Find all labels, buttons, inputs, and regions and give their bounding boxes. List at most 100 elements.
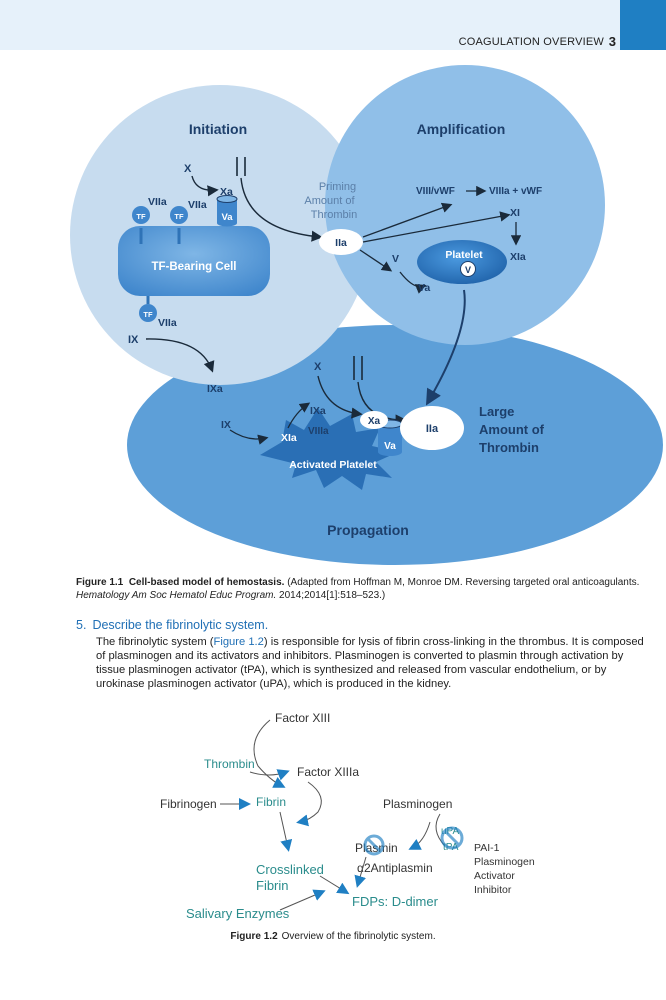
tf-label: TF — [136, 212, 146, 221]
caption-text: Overview of the fibrinolytic system. — [281, 931, 436, 942]
va-prop-cylinder: Va — [377, 419, 403, 456]
v-to-va-arrow — [399, 271, 427, 294]
platelet-to-large-thrombin-arrow — [425, 289, 466, 406]
tf-receptor-2: TF — [170, 206, 188, 244]
viia-label: VIIa — [188, 199, 207, 211]
ix-to-xia-arrow — [229, 429, 269, 445]
iia-large-label: IIa — [426, 423, 439, 435]
priming-thrombin-label: Priming Amount of Thrombin — [304, 181, 359, 221]
xia-amp-label: XIa — [510, 251, 526, 263]
ix-prop-label: IX — [221, 419, 231, 431]
va-amp-label: Va — [418, 282, 430, 294]
pai-1-label: PAI-1 Plasminogen Activator Inhibitor — [474, 842, 538, 896]
fibrinogen-label: Fibrinogen — [160, 797, 217, 811]
figure-1-1-diagram: Initiation Amplification Propagation TF-… — [70, 65, 663, 565]
xa-prop-ellipse — [360, 411, 388, 429]
salivary-enzymes-label: Salivary Enzymes — [186, 906, 290, 921]
factor-xiii-arrow — [253, 719, 286, 788]
xi-label: XI — [510, 207, 520, 219]
journal-name: Hematology Am Soc Hematol Educ Program. — [76, 590, 277, 601]
fdps-d-dimer-label: FDPs: D-dimer — [352, 894, 439, 909]
va-label: Va — [221, 212, 233, 223]
figure-1-2-link[interactable]: Figure 1.2 — [213, 636, 264, 648]
platelet-label: Platelet — [445, 249, 483, 261]
va-prop-label: Va — [384, 441, 396, 452]
tf-receptor-3: TF — [139, 296, 157, 322]
phase-propagation-label: Propagation — [327, 522, 409, 538]
header-tab — [620, 0, 666, 50]
phase-initiation-label: Initiation — [189, 121, 247, 137]
salivary-to-fibrin-arrow — [279, 889, 326, 911]
v-receptor-circle — [460, 261, 476, 277]
running-header-title: COAGULATION OVERVIEW — [458, 36, 604, 48]
iia-to-viiivwf-arrow — [362, 202, 453, 238]
alpha2-antiplasmin-label: α2Antiplasmin — [357, 861, 433, 875]
large-thrombin-label: Large Amount of Thrombin — [479, 404, 548, 455]
amplification-region — [325, 65, 605, 345]
plasminogen-label: Plasminogen — [383, 797, 452, 811]
tf-bearing-cell — [118, 226, 270, 296]
figure-1-1-caption: Figure 1.1 Cell-based model of hemostasi… — [76, 576, 646, 602]
tf-receptor-1: TF — [132, 206, 150, 244]
inhibition-icon-plasmin — [363, 834, 385, 856]
paragraph-text: ) is responsible for lysis of fibrin cro… — [96, 636, 644, 690]
thrombin-arrow — [249, 769, 290, 781]
ixa-label: IXa — [207, 383, 223, 395]
crosslinked-fibrin-label: Crosslinked Fibrin — [256, 862, 328, 893]
factor-xiiia-label: Factor XIIIa — [297, 765, 359, 779]
ix-label: IX — [128, 334, 139, 346]
iia-large-ellipse — [400, 406, 464, 450]
viia-label: VIIa — [158, 317, 177, 329]
upa-label: uPA — [441, 826, 459, 837]
factor-xiii-label: Factor XIII — [275, 711, 330, 725]
v-label: V — [392, 253, 399, 265]
thrombin-label: Thrombin — [204, 757, 255, 771]
section-title: Describe the fibrinolytic system. — [92, 618, 269, 632]
tf-label: TF — [174, 212, 184, 221]
xia-to-ixa-arrow — [287, 402, 311, 429]
tf-label: TF — [143, 310, 153, 319]
caption-citation: 2014;2014[1]:518–523.) — [276, 590, 386, 601]
tf-bearing-cell-label: TF-Bearing Cell — [152, 261, 237, 273]
xa-prop-label: Xa — [368, 416, 381, 427]
viiia-label: VIIIa — [308, 426, 329, 437]
viiia-vwf-label: VIIIa + vWF — [489, 186, 542, 197]
crosslinked-to-fdps-arrow — [319, 875, 350, 895]
activated-platelet-label: Activated Platelet — [289, 459, 377, 471]
paragraph-text: The fibrinolytic system ( — [96, 636, 214, 648]
phase-amplification-label: Amplification — [417, 121, 506, 137]
iia-to-v-arrow — [359, 249, 393, 272]
factor-xiiia-arrow — [296, 781, 322, 827]
figure-label: Figure 1.1 — [76, 577, 124, 588]
ii-to-iia-prop-arrow — [357, 381, 407, 426]
fibrin-to-crosslinked-arrow — [279, 811, 293, 852]
inhibition-icon-activators — [440, 826, 464, 850]
plasmin-to-fdps-arrow — [354, 856, 367, 888]
section-heading: 5. Describe the fibrinolytic system. — [76, 618, 268, 632]
figure-1-2-diagram: Factor XIII Thrombin Factor XIIIa Fibrin… — [160, 711, 538, 921]
plasminogen-to-plasmin-arrow — [408, 821, 431, 850]
iia-label: IIa — [335, 237, 347, 249]
x-prop-label: X — [314, 361, 322, 373]
xa-label: Xa — [220, 186, 233, 198]
v-circle-label: V — [465, 265, 471, 275]
x-to-xa-arrow — [191, 175, 219, 197]
ii-to-iia-arrow — [240, 177, 323, 242]
va-cylinder: Va — [216, 195, 238, 227]
x-label: X — [184, 163, 192, 175]
platelet — [417, 240, 507, 284]
viia-label: VIIa — [148, 196, 167, 208]
ix-to-ixa-arrow — [145, 338, 215, 373]
x-to-xa-prop-arrow — [317, 375, 363, 419]
fibrin-label: Fibrin — [256, 795, 286, 809]
figure-title: Cell-based model of hemostasis. — [128, 577, 285, 588]
viii-vwf-label: VIII/vWF — [416, 186, 455, 197]
section-number: 5. — [76, 618, 87, 632]
body-paragraph: The fibrinolytic system (Figure 1.2) is … — [96, 635, 646, 691]
ixa-prop-label: IXa — [310, 405, 326, 417]
iia-to-xi-arrow — [362, 211, 511, 243]
page-number: 3 — [608, 34, 616, 49]
figure-label: Figure 1.2 — [230, 931, 278, 942]
caption-text: (Adapted from Hoffman M, Monroe DM. Reve… — [284, 577, 640, 588]
